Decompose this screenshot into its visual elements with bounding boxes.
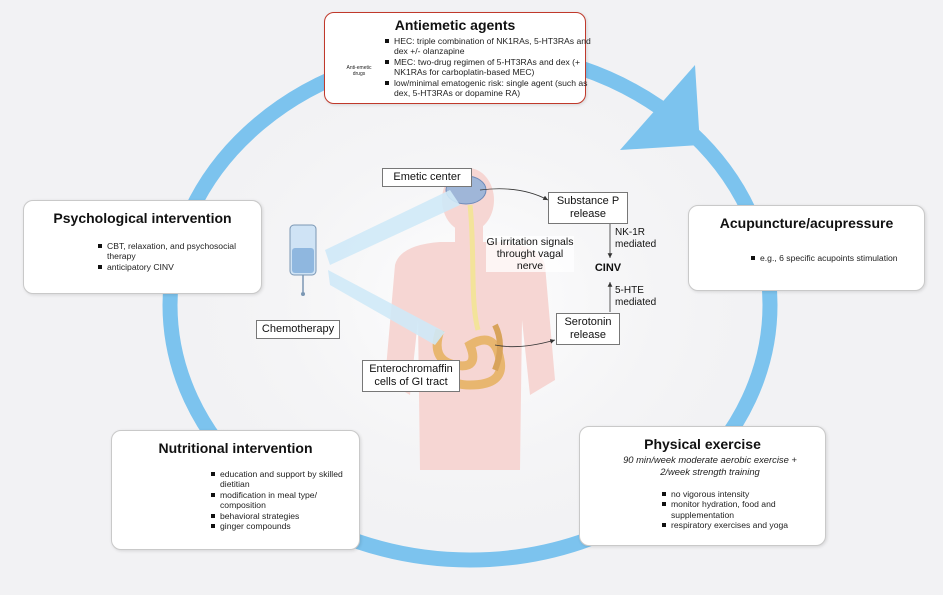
physical-subtitle: 90 min/week moderate aerobic exercise + … [623,454,797,477]
antiemetic-item: HEC: triple combination of NK1RAs, 5-HT3… [385,36,591,57]
antiemetic-box: Antiemetic agents Anti-emetic drugs HEC:… [324,12,591,104]
psychological-box: Psychological intervention CBT, relaxati… [23,200,262,294]
cinv-label: CINV [594,262,622,274]
nutritional-item: education and support by skilled dietiti… [211,469,365,490]
physical-item: no vigorous intensity [662,489,826,499]
acupuncture-title: Acupuncture/acupressure [719,215,894,231]
antiemetic-item: MEC: two-drug regimen of 5-HT3RAs and de… [385,57,592,78]
nutritional-item: behavioral strategies [211,511,365,521]
acupuncture-list: e.g., 6 specific acupoints stimulation [749,253,930,263]
emetic-center-label: Emetic center [382,168,472,187]
antiemetic-list: HEC: triple combination of NK1RAs, 5-HT3… [383,36,592,98]
acupuncture-box: Acupuncture/acupressure e.g., 6 specific… [688,205,925,291]
nutritional-title: Nutritional intervention [158,440,313,456]
psychological-item: CBT, relaxation, and psychosocial therap… [98,241,262,262]
connector-gi-serotonin [494,339,556,348]
antiemetic-item: low/minimal ematogenic risk: single agen… [385,78,592,99]
physical-box: Physical exercise 90 min/week moderate a… [579,426,826,546]
psychological-list: CBT, relaxation, and psychosocial therap… [96,241,262,272]
enterochromaffin-label: Enterochromaffin cells of GI tract [362,360,460,392]
iv-bag-icon [289,224,317,296]
gi-irritation-label: GI irritation signals throught vagal ner… [486,236,574,272]
physical-list: no vigorous intensity monitor hydration,… [660,489,826,531]
chemo-beam-upper [325,190,460,265]
psychological-item: anticipatory CINV [98,262,262,272]
physical-item: monitor hydration, food and supplementat… [662,499,826,520]
substance-p-label: Substance P release [548,192,628,224]
connector-emetic-substance [479,188,549,201]
acupuncture-item: e.g., 6 specific acupoints stimulation [751,253,930,263]
nk1r-label: NK-1R mediated [615,227,657,250]
colon-icon [492,323,503,372]
nutritional-item: ginger compounds [211,521,365,531]
nutritional-item: modification in meal type/ composition [211,490,365,511]
nutritional-list: education and support by skilled dietiti… [209,469,365,531]
5ht-label: 5-HTE mediated [615,285,657,308]
chemotherapy-label: Chemotherapy [256,320,340,339]
physical-item: respiratory exercises and yoga [662,520,826,530]
vagal-nerve [467,204,481,331]
serotonin-label: Serotonin release [556,313,620,345]
antiemetic-title: Antiemetic agents [394,17,516,33]
chemo-beam-lower [328,270,445,345]
bottle-label: Anti-emetic drugs [346,65,372,77]
cycle-arrowhead [620,65,700,150]
physical-title: Physical exercise [644,436,761,452]
psychological-title: Psychological intervention [53,210,232,226]
nutritional-box: Nutritional intervention education and s… [111,430,360,550]
